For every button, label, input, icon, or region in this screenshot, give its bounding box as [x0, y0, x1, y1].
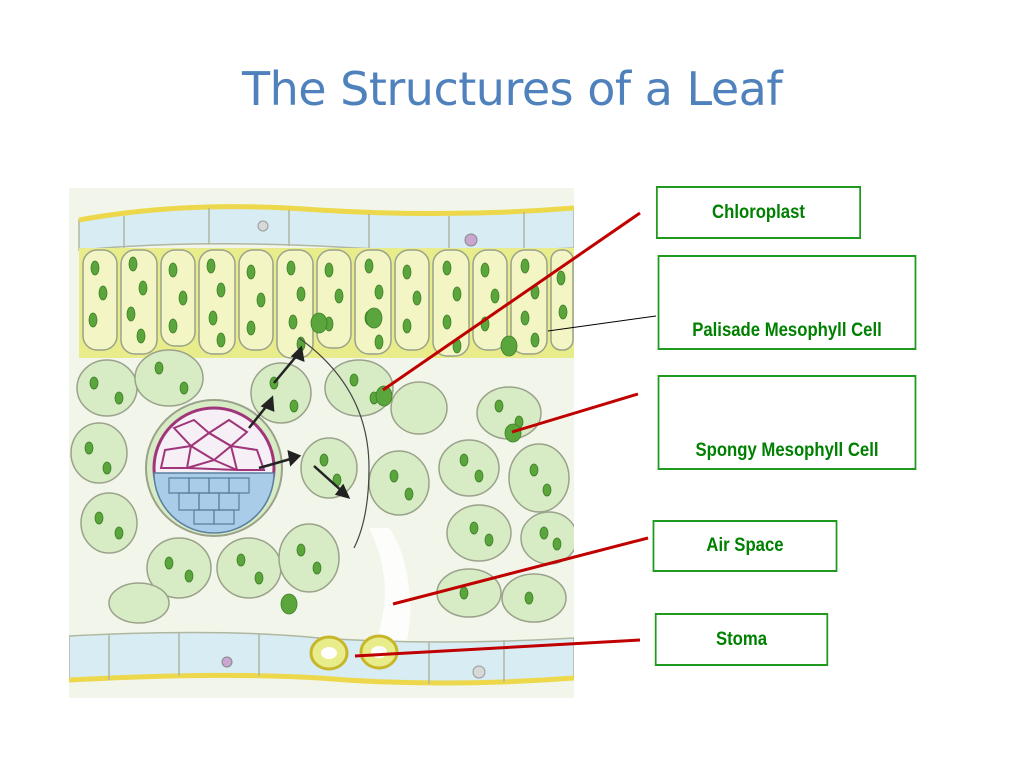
spongy-mesophyll-layer: [70, 349, 574, 624]
transport-arrows: [248, 345, 351, 499]
upper-epidermis: [78, 204, 574, 252]
air-space: [369, 528, 411, 668]
stoma-guard-cells: [309, 634, 399, 671]
leader-line-air-space: [392, 536, 649, 606]
label-palisade-mesophyll-cell: Palisade Mesophyll Cell: [657, 255, 917, 350]
vein-curve: [298, 337, 370, 549]
slide-title: The Structures of a Leaf: [241, 62, 783, 116]
label-spongy-mesophyll-cell: Spongy Mesophyll Cell: [657, 375, 917, 470]
label-chloroplast: Chloroplast: [655, 186, 862, 239]
vascular-bundle: [145, 399, 283, 537]
leader-line-stoma: [354, 638, 641, 658]
leader-line-spongy: [511, 392, 639, 434]
leaf-cross-section-illustration: [69, 188, 574, 698]
palisade-layer: [79, 248, 574, 359]
leader-line-chloroplast: [382, 211, 641, 392]
label-air-space: Air Space: [652, 520, 838, 572]
label-stoma: Stoma: [654, 613, 829, 666]
leader-line-palisade: [547, 315, 657, 332]
